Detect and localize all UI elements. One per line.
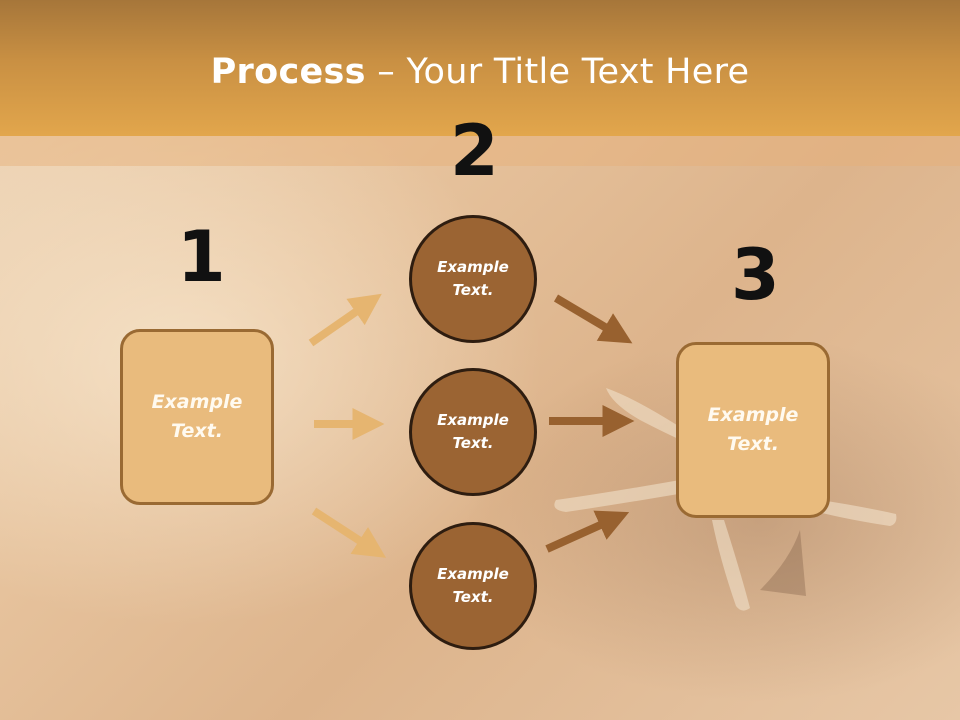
sand-band bbox=[0, 136, 960, 166]
step-number-2: 2 bbox=[450, 110, 499, 192]
circle-text: Example Text. bbox=[437, 565, 509, 606]
slide-title[interactable]: Process – Your Title Text Here bbox=[0, 52, 960, 92]
arrow-top-to-3 bbox=[553, 294, 633, 344]
step3-box[interactable]: Example Text. bbox=[676, 342, 830, 518]
title-bar bbox=[0, 0, 960, 136]
step2-circle-top[interactable]: Example Text. bbox=[409, 215, 537, 343]
step1-text: Example Text. bbox=[151, 391, 243, 442]
step-number-1: 1 bbox=[177, 216, 226, 298]
step-number-3: 3 bbox=[731, 234, 780, 316]
step2-circle-middle[interactable]: Example Text. bbox=[409, 368, 537, 496]
step2-circle-bottom[interactable]: Example Text. bbox=[409, 522, 537, 650]
title-rest: – Your Title Text Here bbox=[365, 52, 750, 92]
arrow-1-to-bottom bbox=[311, 507, 387, 558]
step3-text: Example Text. bbox=[707, 404, 799, 455]
arrow-1-to-top bbox=[308, 293, 382, 347]
title-bold: Process bbox=[210, 52, 366, 92]
circle-text: Example Text. bbox=[437, 411, 509, 452]
circle-text: Example Text. bbox=[437, 258, 509, 299]
arrow-bottom-to-3 bbox=[545, 510, 630, 553]
step1-box[interactable]: Example Text. bbox=[120, 329, 274, 505]
